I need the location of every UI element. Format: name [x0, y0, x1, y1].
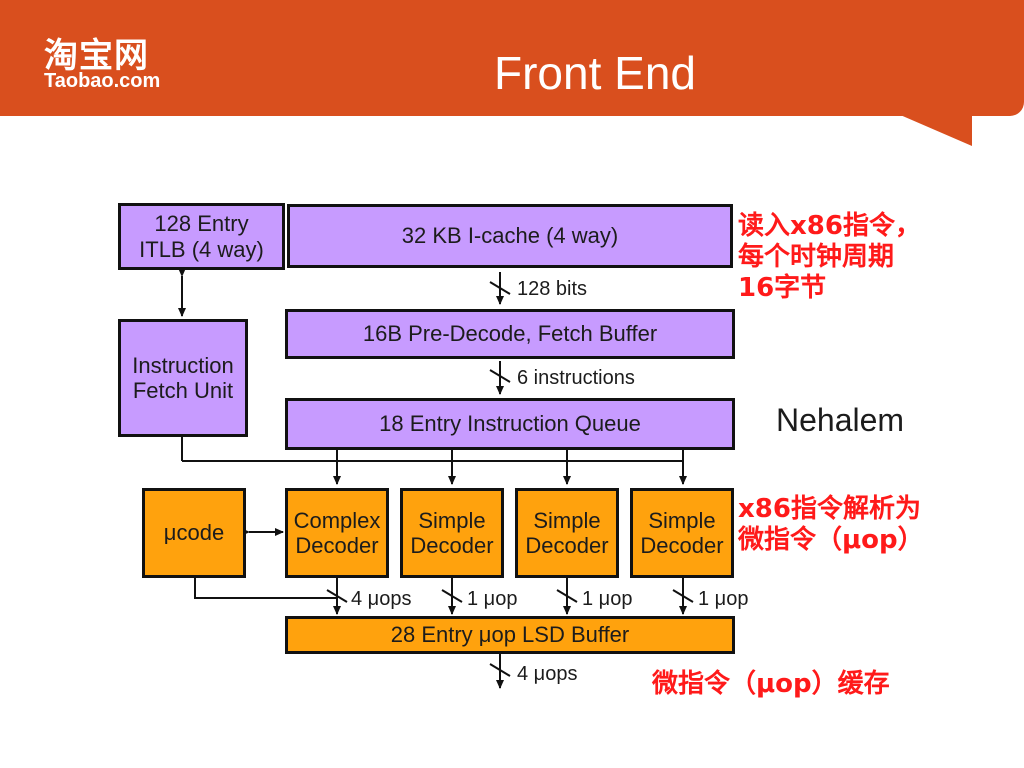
note-decode: x86指令解析为 微指令（μop） [738, 494, 924, 555]
ifu-block: Instruction Fetch Unit [118, 319, 248, 437]
ucode-block-label: μcode [163, 520, 225, 546]
complex-uops-slash [326, 589, 348, 603]
note-cache: 微指令（μop）缓存 [652, 669, 890, 699]
simple2-uop-slash [556, 589, 578, 603]
simple3-uop-label: 1 μop [698, 588, 749, 610]
simple-decoder-3-label: Simple Decoder [640, 507, 724, 558]
predecode-block-label: 16B Pre-Decode, Fetch Buffer [362, 321, 658, 347]
icache-block-label: 32 KB I-cache (4 way) [401, 223, 619, 249]
simple-decoder-3-block: Simple Decoder [630, 488, 734, 578]
itlb-block: 128 Entry ITLB (4 way) [118, 203, 285, 270]
bits-128-label: 128 bits [517, 278, 588, 300]
note-fetch: 读入x86指令， 每个时钟周期 16字节 [738, 211, 921, 303]
predecode-block: 16B Pre-Decode, Fetch Buffer [285, 309, 735, 359]
complex-decoder-label: Complex Decoder [293, 507, 381, 558]
architecture-label: Nehalem [776, 402, 905, 438]
taobao-logo-chinese: 淘宝网 [44, 36, 149, 76]
slide-title: Front End [494, 47, 696, 99]
simple-decoder-1-label: Simple Decoder [410, 507, 494, 558]
simple-decoder-2-block: Simple Decoder [515, 488, 619, 578]
output-uops-slash [489, 663, 511, 677]
instruction-queue-block: 18 Entry Instruction Queue [285, 398, 735, 450]
ifu-block-label: Instruction Fetch Unit [132, 352, 234, 403]
itlb-block-label: 128 Entry ITLB (4 way) [139, 211, 264, 262]
connector-layer [178, 268, 694, 689]
instruction-queue-block-label: 18 Entry Instruction Queue [379, 411, 641, 437]
output-uops-label: 4 μops [517, 663, 578, 685]
ucode-block: μcode [142, 488, 246, 578]
complex-uops-label: 4 μops [351, 588, 412, 610]
front-end-diagram: 128 Entry ITLB (4 way) 32 KB I-cache (4 … [105, 186, 757, 696]
header-bar: 淘宝网 Taobao.com Front End [0, 0, 1024, 116]
simple1-uop-label: 1 μop [467, 588, 518, 610]
taobao-logo-english: Taobao.com [44, 70, 161, 92]
lsd-buffer-label: 28 Entry μop LSD Buffer [390, 622, 630, 648]
icache-block: 32 KB I-cache (4 way) [287, 204, 733, 268]
instructions-slash [489, 369, 511, 383]
simple3-uop-slash [672, 589, 694, 603]
simple1-uop-slash [441, 589, 463, 603]
simple-decoder-2-label: Simple Decoder [525, 507, 609, 558]
six-instructions-label: 6 instructions [517, 367, 635, 389]
simple2-uop-label: 1 μop [582, 588, 633, 610]
bits-128-slash [489, 281, 511, 295]
header-speech-tail [898, 114, 972, 146]
ucode-to-lsd [194, 578, 337, 599]
complex-decoder-block: Complex Decoder [285, 488, 389, 578]
simple-decoder-1-block: Simple Decoder [400, 488, 504, 578]
lsd-buffer-block: 28 Entry μop LSD Buffer [285, 616, 735, 654]
